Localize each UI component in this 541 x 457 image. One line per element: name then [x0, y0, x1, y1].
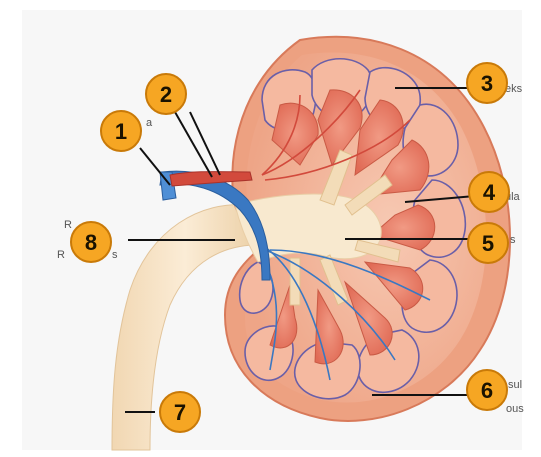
- callout-2-number: 2: [160, 82, 172, 107]
- callout-8-number: 8: [85, 230, 97, 255]
- callout-4: 4: [469, 172, 509, 212]
- fragment-1: a: [146, 117, 153, 129]
- callout-2: 2: [146, 74, 186, 114]
- callout-5-number: 5: [482, 231, 494, 256]
- callout-7: 7: [160, 392, 200, 432]
- fragment-6b: ous: [506, 403, 524, 415]
- fragment-6a: sul: [508, 379, 522, 391]
- fragment-8c: s: [112, 249, 118, 261]
- fragment-8a: R: [64, 219, 72, 231]
- fragment-8b: R: [57, 249, 65, 261]
- callout-4-number: 4: [483, 180, 496, 205]
- callout-6: 6: [467, 370, 507, 410]
- callout-1: 1: [101, 111, 141, 151]
- callout-3: 3: [467, 63, 507, 103]
- callout-6-number: 6: [481, 378, 493, 403]
- callout-8: 8: [71, 222, 111, 262]
- callout-7-number: 7: [174, 400, 186, 425]
- callout-5: 5: [468, 223, 508, 263]
- fragment-5: s: [510, 234, 516, 246]
- callout-1-number: 1: [115, 119, 127, 144]
- callout-3-number: 3: [481, 71, 493, 96]
